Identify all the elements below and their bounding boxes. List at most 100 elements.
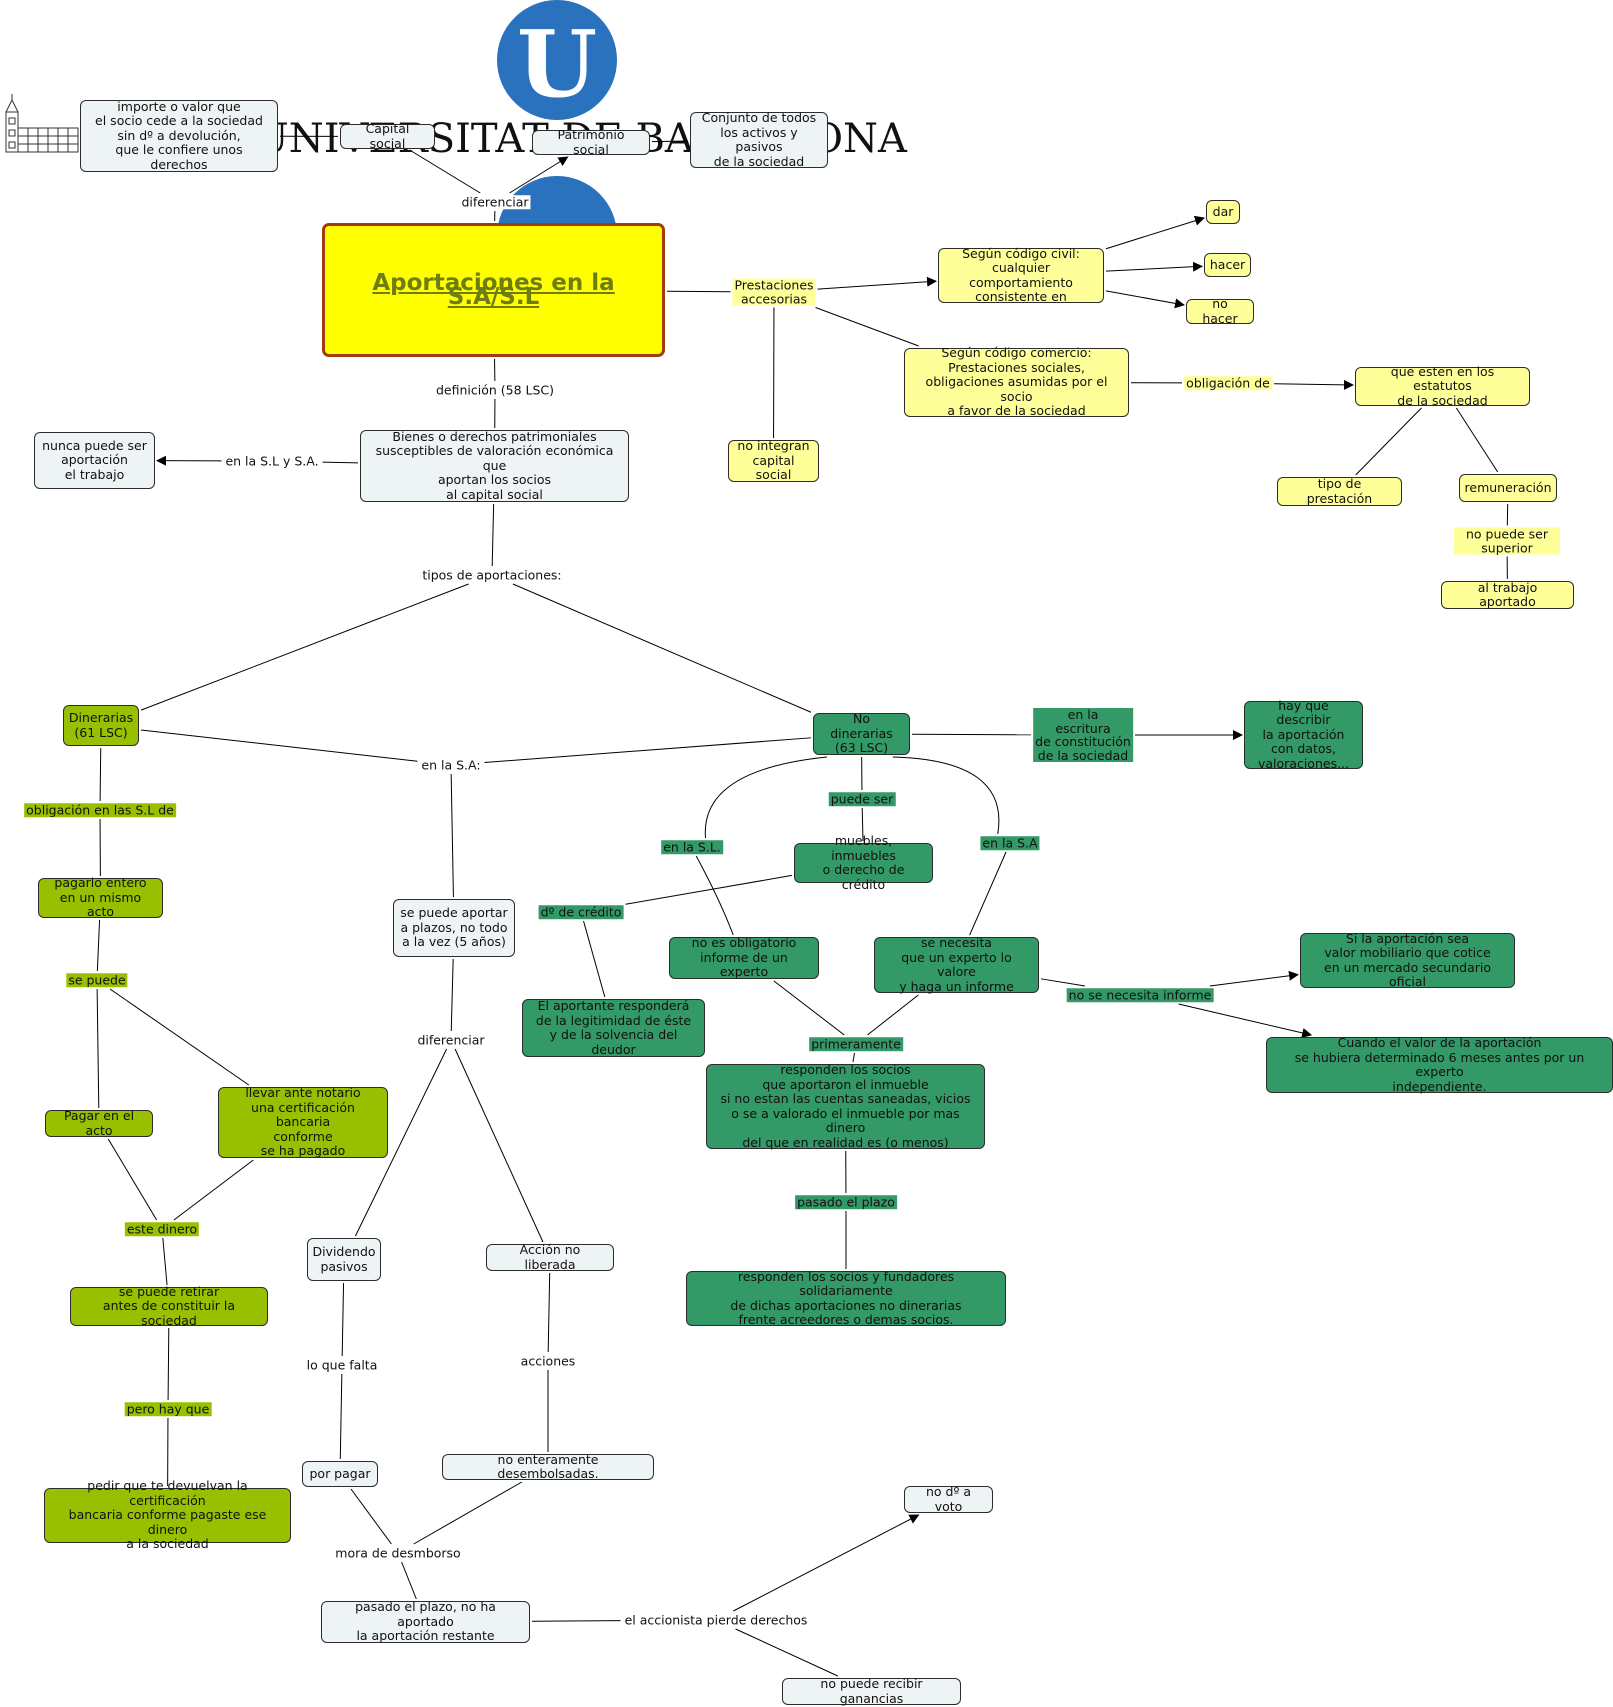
connector-64: [773, 980, 845, 1036]
connector-10: [817, 276, 937, 290]
connector-25: [140, 729, 418, 762]
node-nodinerarias[interactable]: No dinerarias (63 LSC): [813, 712, 910, 755]
node-estatutos[interactable]: que esten en los estatutos de la socieda…: [1355, 364, 1530, 408]
connector-40: [454, 1048, 544, 1243]
node-nointegran[interactable]: no integran capital social: [728, 439, 819, 482]
link-label-enlasl2: en la S.L.: [661, 839, 723, 855]
node-tipo[interactable]: tipo de prestación: [1277, 476, 1402, 506]
node-pagarlo[interactable]: pagarlo entero en un mismo acto: [38, 876, 163, 919]
connector-1: [509, 156, 569, 194]
node-trabajo[interactable]: al trabajo aportado: [1441, 580, 1574, 609]
link-label-obligsl: obligación en las S.L de: [24, 802, 176, 818]
connector-22: [491, 503, 495, 567]
connector-32: [109, 988, 250, 1086]
node-noentera[interactable]: no enteramente desembolsadas.: [442, 1452, 654, 1481]
connector-11: [815, 307, 919, 347]
node-dar[interactable]: dar: [1206, 200, 1240, 224]
link-label-primeramente: primeramente: [809, 1036, 903, 1052]
node-porpagar[interactable]: por pagar: [302, 1461, 378, 1487]
connector-28: [99, 747, 102, 802]
link-label-pasadoplazo: pasado el plazo: [795, 1194, 897, 1210]
link-label-perohay: pero hay que: [124, 1401, 212, 1417]
link-label-nosuperior: no puede ser superior: [1454, 527, 1560, 555]
link-label-enlasa2: en la S.A: [980, 835, 1040, 851]
link-label-diferenciar1: diferenciar: [459, 194, 531, 210]
node-noobligatorio[interactable]: no es obligatorio informe de un experto: [669, 936, 819, 979]
connector-3: [651, 140, 689, 143]
connector-62: [1209, 970, 1299, 987]
node-retirar[interactable]: se puede retirar antes de constituir la …: [70, 1284, 268, 1328]
link-label-enlasa: en la S.A:: [419, 757, 483, 773]
node-importe[interactable]: importe o valor que el socio cede a la s…: [80, 99, 278, 172]
node-patrimonio[interactable]: Patrimonio social: [532, 127, 650, 156]
node-dividendo[interactable]: Dividendo pasivos: [307, 1238, 381, 1281]
node-bienes[interactable]: Bienes o derechos patrimoniales suscepti…: [360, 429, 629, 502]
connector-57: [704, 756, 828, 839]
connector-19: [1455, 407, 1499, 473]
link-label-sepuede: se puede: [66, 972, 128, 988]
node-novoto[interactable]: no dº a voto: [904, 1484, 993, 1513]
connector-59: [892, 756, 1000, 835]
connector-55: [625, 874, 793, 905]
connector-0: [411, 150, 481, 194]
node-fundadores[interactable]: responden los socios y fundadores solida…: [686, 1269, 1006, 1327]
node-main[interactable]: Aportaciones en la S.A/S.L: [322, 223, 665, 357]
node-nohacer[interactable]: no hacer: [1186, 296, 1254, 325]
node-dinerarias[interactable]: Dinerarias (61 LSC): [63, 705, 139, 746]
link-label-estedinero: este dinero: [124, 1221, 200, 1237]
link-label-nonecesita: no se necesita informe: [1066, 987, 1214, 1003]
node-noganancias[interactable]: no puede recibir ganancias: [782, 1676, 961, 1705]
connector-48: [531, 1620, 621, 1622]
connector-66: [852, 1052, 855, 1063]
connector-27: [450, 773, 454, 898]
connector-51: [911, 733, 1032, 736]
connector-50: [735, 1628, 838, 1677]
node-civil[interactable]: Según código civil: cualquier comportami…: [938, 246, 1104, 304]
connector-56: [583, 920, 606, 998]
connector-54: [861, 807, 864, 842]
connector-61: [1040, 978, 1086, 987]
link-label-definicion: definición (58 LSC): [433, 382, 557, 398]
link-label-loquefalta: lo que falta: [304, 1357, 380, 1373]
connector-30: [96, 919, 101, 972]
link-label-escritura: en la escritura de constitución de la so…: [1033, 707, 1133, 763]
link-label-acciones: acciones: [518, 1353, 578, 1369]
connector-38: [450, 958, 454, 1032]
node-accion[interactable]: Acción no liberada: [486, 1242, 614, 1271]
node-remun[interactable]: remuneración: [1459, 474, 1557, 502]
node-comercio[interactable]: Según código comercio: Prestaciones soci…: [904, 346, 1129, 418]
connector-60: [969, 851, 1007, 936]
connector-41: [341, 1282, 345, 1357]
connector-17: [1273, 379, 1354, 390]
node-pasado[interactable]: pasado el plazo, no ha aportado la aport…: [321, 1600, 530, 1643]
link-label-tipos: tipos de aportaciones:: [420, 567, 564, 583]
node-muebles[interactable]: muebles, inmuebles o derecho de crédito: [794, 833, 933, 891]
node-sivalor[interactable]: Si la aportación sea valor mobiliario qu…: [1300, 931, 1515, 989]
connector-43: [547, 1272, 551, 1353]
university-building-icon: [5, 94, 79, 153]
node-llevar[interactable]: llevar ante notario una certificación ba…: [218, 1086, 388, 1158]
link-label-pierde: el accionista pierde derechos: [622, 1612, 810, 1628]
connector-39: [355, 1048, 448, 1237]
node-pedir[interactable]: pedir que te devuelvan la certificación …: [44, 1479, 291, 1551]
connector-58: [695, 855, 734, 936]
node-pagaracto[interactable]: Pagar en el acto: [45, 1108, 153, 1137]
node-describir[interactable]: hay que describir la aportación con dato…: [1244, 698, 1363, 771]
node-cuando[interactable]: Cuando el valor de la aportación se hubi…: [1266, 1035, 1613, 1093]
node-plazos[interactable]: se puede aportar a plazos, no todo a la …: [393, 899, 515, 957]
node-responden[interactable]: responden los socios que aportaron el in…: [706, 1062, 985, 1149]
link-label-enlasl: en la S.L y S.A.: [223, 453, 321, 469]
node-necesita[interactable]: se necesita que un experto lo valore y h…: [874, 935, 1039, 993]
node-conjunto[interactable]: Conjunto de todos los activos y pasivos …: [690, 110, 828, 168]
node-nunca[interactable]: nunca puede ser aportación el trabajo: [34, 432, 155, 489]
node-capital[interactable]: Capital social: [340, 121, 435, 150]
connector-36: [167, 1327, 170, 1401]
link-label-dcredito: dº de crédito: [538, 904, 624, 920]
node-hacer[interactable]: hacer: [1204, 253, 1251, 277]
connector-13: [1105, 215, 1205, 250]
link-label-mora: mora de desmborso: [333, 1545, 463, 1561]
node-aportante[interactable]: El aportante responderá de la legitimida…: [522, 998, 705, 1057]
connector-33: [107, 1138, 158, 1221]
connector-47: [401, 1561, 417, 1600]
